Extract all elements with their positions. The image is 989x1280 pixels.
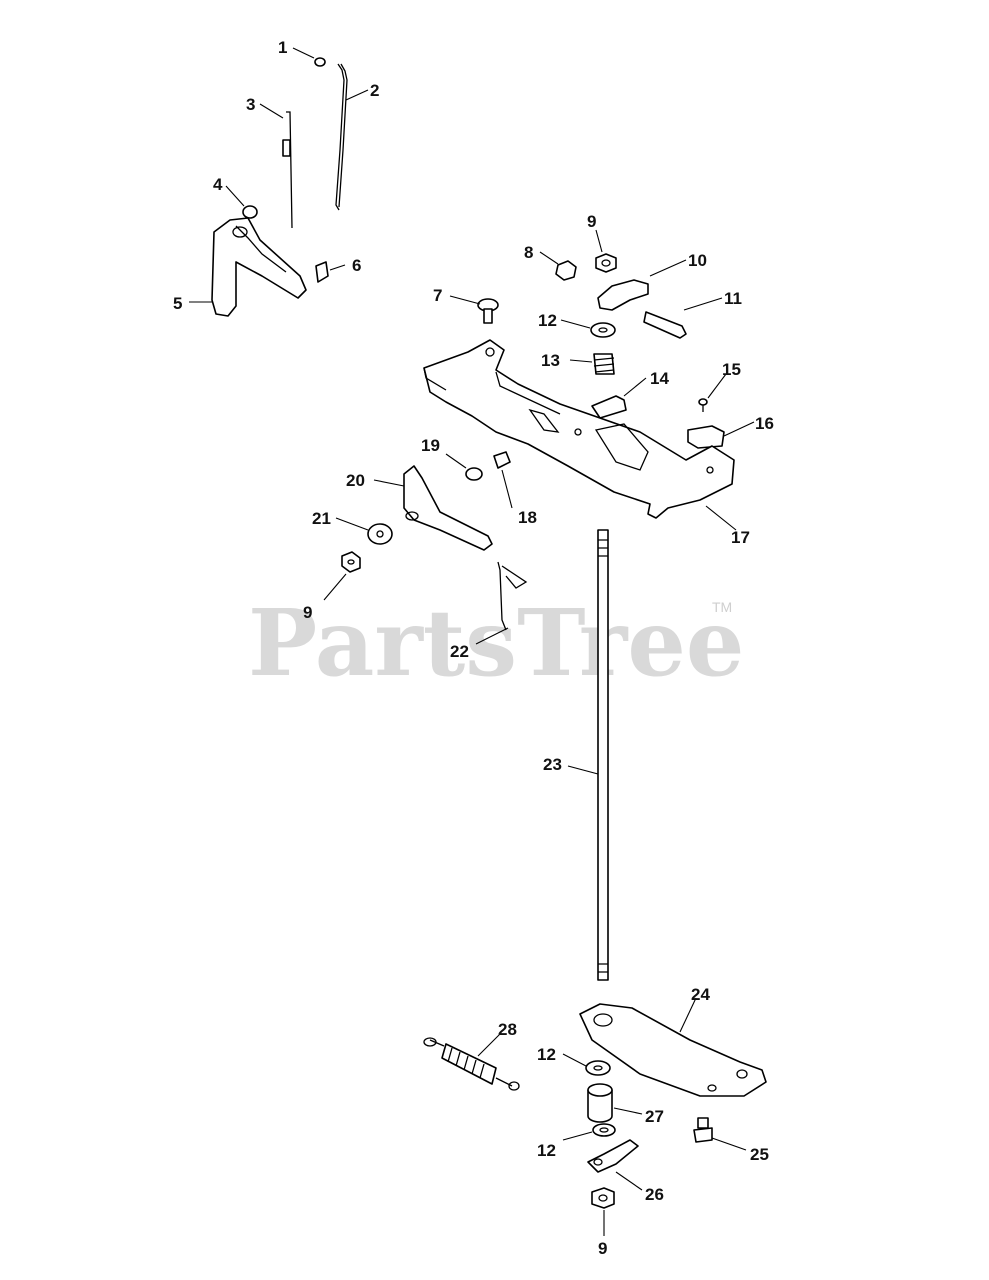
- part-7-screw[interactable]: [477, 298, 499, 324]
- callout-11: 11: [724, 289, 742, 308]
- callout-9-bottom: 9: [598, 1239, 607, 1258]
- part-27-spacer[interactable]: [587, 1083, 613, 1123]
- callout-8: 8: [524, 243, 533, 262]
- part-24-plate[interactable]: [579, 1003, 767, 1097]
- callout-21: 21: [312, 509, 331, 528]
- callout-26: 26: [645, 1185, 664, 1204]
- part-21-washer[interactable]: [367, 523, 393, 545]
- callout-13: 13: [541, 351, 560, 370]
- callout-20: 20: [346, 471, 365, 490]
- callout-24: 24: [691, 985, 710, 1004]
- callout-1: 1: [278, 38, 287, 57]
- part-10-bracket[interactable]: [597, 279, 649, 311]
- part-4-nut[interactable]: [242, 205, 258, 219]
- part-3-cable[interactable]: [282, 111, 293, 229]
- callout-7: 7: [433, 286, 442, 305]
- part-12-washer-top[interactable]: [590, 322, 616, 338]
- watermark-trademark: TM: [712, 599, 732, 615]
- part-28-spring[interactable]: [423, 1037, 520, 1091]
- callout-12-top: 12: [538, 311, 557, 330]
- watermark-text: PartsTree: [248, 589, 744, 697]
- callout-10: 10: [688, 251, 707, 270]
- callout-9-top: 9: [587, 212, 596, 231]
- part-13-spring[interactable]: [593, 353, 615, 375]
- callout-22: 22: [450, 642, 469, 661]
- part-18-square-nut[interactable]: [493, 451, 511, 469]
- callout-4: 4: [213, 175, 223, 194]
- part-23-shaft[interactable]: [597, 529, 609, 981]
- part-25-screw[interactable]: [693, 1117, 713, 1143]
- part-19-washer[interactable]: [465, 467, 483, 481]
- callout-15: 15: [722, 360, 741, 379]
- callout-6: 6: [352, 256, 361, 275]
- callout-23: 23: [543, 755, 562, 774]
- callout-9-mid: 9: [303, 603, 312, 622]
- callout-12-lower: 12: [537, 1141, 556, 1160]
- part-11-bolt[interactable]: [643, 311, 687, 339]
- callout-17: 17: [731, 528, 750, 547]
- part-9-nut-top[interactable]: [595, 253, 617, 273]
- part-22-link-rod[interactable]: [497, 561, 528, 631]
- callout-14: 14: [650, 369, 669, 388]
- callout-18: 18: [518, 508, 537, 527]
- callout-28: 28: [498, 1020, 517, 1039]
- callout-3: 3: [246, 95, 255, 114]
- part-9-nut-bottom[interactable]: [591, 1187, 615, 1209]
- part-8-nut[interactable]: [555, 260, 577, 281]
- part-1-ferrule[interactable]: [314, 57, 326, 67]
- part-14-bolt[interactable]: [591, 395, 627, 419]
- part-26-lever[interactable]: [587, 1139, 639, 1173]
- callout-12-mid: 12: [537, 1045, 556, 1064]
- part-16-clip[interactable]: [687, 425, 725, 449]
- part-12-washer-lower[interactable]: [592, 1123, 616, 1137]
- part-20-lever-arm[interactable]: [403, 465, 493, 551]
- part-9-nut-mid[interactable]: [341, 551, 361, 573]
- callout-5: 5: [173, 294, 182, 313]
- part-12-washer-mid[interactable]: [585, 1060, 611, 1076]
- part-6-clip[interactable]: [315, 261, 329, 283]
- callout-16: 16: [755, 414, 774, 433]
- part-17-control-plate[interactable]: [423, 339, 735, 519]
- part-2-link-rod[interactable]: [335, 63, 348, 211]
- callout-19: 19: [421, 436, 440, 455]
- callout-27: 27: [645, 1107, 664, 1126]
- part-5-control-lever[interactable]: [211, 217, 307, 317]
- part-15-screw[interactable]: [698, 398, 708, 412]
- leader-lines: [189, 47, 755, 1236]
- callout-2: 2: [370, 81, 379, 100]
- callout-labels: 1 2 3 4 5 6 7 8 9 10 11 12 13 14 15 16 1…: [173, 38, 774, 1258]
- callout-25: 25: [750, 1145, 769, 1164]
